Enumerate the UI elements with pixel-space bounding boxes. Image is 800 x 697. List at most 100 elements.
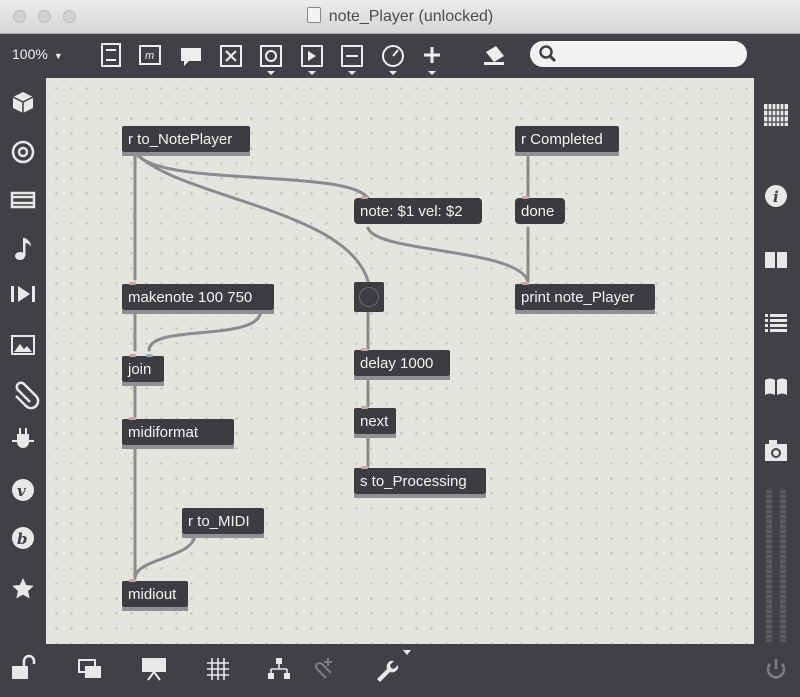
cable[interactable] [366, 226, 530, 283]
print-object[interactable]: print note_Player [515, 282, 655, 314]
toggle-icon[interactable] [220, 45, 242, 67]
button-icon[interactable] [260, 45, 282, 75]
bottom-toolbar [0, 644, 800, 692]
outlet[interactable] [522, 153, 529, 156]
done-message-box[interactable]: done [515, 196, 565, 224]
svg-text:i: i [773, 188, 779, 206]
object-label: s to_Processing [360, 473, 467, 490]
object-label: join [128, 361, 152, 378]
paint-bucket-icon[interactable] [484, 46, 504, 65]
unlock-icon[interactable] [12, 654, 36, 679]
level-meter-left [766, 490, 772, 642]
film-icon[interactable] [10, 191, 36, 209]
zoom-menu[interactable]: 100% ▼ [12, 46, 63, 62]
book-open-icon[interactable] [765, 252, 787, 268]
inlet[interactable] [129, 417, 136, 420]
patch-cables [133, 150, 530, 580]
object-label: done [521, 203, 555, 220]
toolbar-tools-2 [424, 46, 504, 75]
wrench-icon[interactable] [377, 650, 411, 682]
receive-completed-object[interactable]: r Completed [515, 126, 619, 156]
patcher-canvas[interactable]: r to_NotePlayer note: $1 vel: $2 r Compl… [46, 78, 754, 644]
comment-box-icon[interactable]: m [139, 45, 161, 65]
inlet[interactable] [361, 196, 368, 199]
outlet[interactable] [129, 153, 136, 156]
music-note-icon[interactable] [15, 238, 31, 260]
info-icon[interactable]: i [765, 185, 787, 207]
zoom-value: 100% [12, 46, 48, 62]
grid-icon-lines [764, 104, 788, 126]
outlet[interactable] [189, 535, 196, 538]
hierarchy-icon[interactable] [268, 658, 290, 679]
object-label: note: $1 vel: $2 [360, 203, 463, 220]
search-icon [539, 45, 557, 63]
cable[interactable] [133, 150, 370, 283]
target-icon[interactable] [11, 140, 35, 164]
presentation-icon[interactable] [142, 658, 166, 681]
chevron-down-icon: ▼ [53, 51, 63, 61]
v-icon[interactable]: v [12, 479, 34, 501]
next-object[interactable]: next [354, 406, 396, 438]
image-icon[interactable] [11, 335, 35, 355]
b-icon[interactable]: b [12, 527, 34, 549]
play-step-icon[interactable] [11, 286, 35, 302]
grid-icon[interactable] [207, 658, 229, 680]
star-icon[interactable] [12, 578, 34, 599]
midiformat-object[interactable]: midiformat [122, 417, 234, 449]
search-input[interactable] [530, 41, 747, 67]
cable[interactable] [133, 532, 197, 580]
paperclip-plus-icon[interactable] [314, 658, 332, 679]
midiout-object[interactable]: midiout [122, 579, 188, 611]
note-message-box[interactable]: note: $1 vel: $2 [354, 196, 482, 224]
outlet[interactable] [258, 311, 265, 314]
outlet[interactable] [129, 311, 136, 314]
slider-icon[interactable] [341, 45, 363, 75]
window-title: note_Player (unlocked) [328, 8, 494, 25]
book-icon[interactable] [765, 378, 787, 396]
outlet[interactable] [129, 446, 136, 449]
play-icon[interactable] [301, 45, 323, 75]
dial-icon[interactable] [382, 45, 404, 75]
inlet[interactable] [129, 354, 136, 357]
list-icon[interactable] [765, 314, 787, 332]
object-label: makenote 100 750 [128, 289, 253, 306]
bottom-toolbar-icons [12, 650, 786, 682]
delay-object[interactable]: delay 1000 [354, 348, 450, 380]
inlet[interactable] [361, 348, 368, 351]
power-icon[interactable] [766, 659, 786, 679]
cube-icon[interactable] [12, 92, 34, 113]
inlet[interactable] [129, 282, 136, 285]
toolbar-tools: m [101, 43, 404, 75]
presentation-icon[interactable] [101, 43, 121, 67]
cable[interactable] [147, 308, 263, 352]
outlet[interactable] [361, 435, 368, 438]
plug-icon[interactable] [12, 428, 34, 448]
bang-button[interactable] [354, 282, 384, 312]
outlet[interactable] [129, 383, 136, 386]
join-object[interactable]: join [122, 354, 164, 386]
send-processing-object[interactable]: s to_Processing [354, 466, 486, 498]
svg-text:b: b [17, 530, 28, 548]
receive-noteplayer-object[interactable]: r to_NotePlayer [122, 126, 250, 156]
inlet[interactable] [361, 406, 368, 409]
object-label: midiout [128, 586, 177, 603]
inlet[interactable] [361, 466, 368, 469]
close-window-button[interactable] [13, 10, 26, 23]
inlet[interactable] [146, 354, 153, 357]
object-label: r to_MIDI [188, 513, 250, 530]
makenote-object[interactable]: makenote 100 750 [122, 282, 274, 314]
object-label: r to_NotePlayer [128, 131, 233, 148]
outlet[interactable] [361, 377, 368, 380]
object-label: midiformat [128, 424, 199, 441]
receive-midi-object[interactable]: r to_MIDI [182, 508, 264, 538]
paperclip-icon[interactable] [15, 381, 40, 410]
plus-icon[interactable] [424, 47, 440, 75]
minimize-window-button[interactable] [38, 10, 51, 23]
inlet[interactable] [522, 282, 529, 285]
inlet[interactable] [129, 579, 136, 582]
inlet[interactable] [522, 196, 529, 199]
camera-icon[interactable] [765, 440, 787, 461]
zoom-window-button[interactable] [63, 10, 76, 23]
windows-icon[interactable] [78, 659, 101, 678]
speech-bubble-icon[interactable] [181, 48, 201, 66]
